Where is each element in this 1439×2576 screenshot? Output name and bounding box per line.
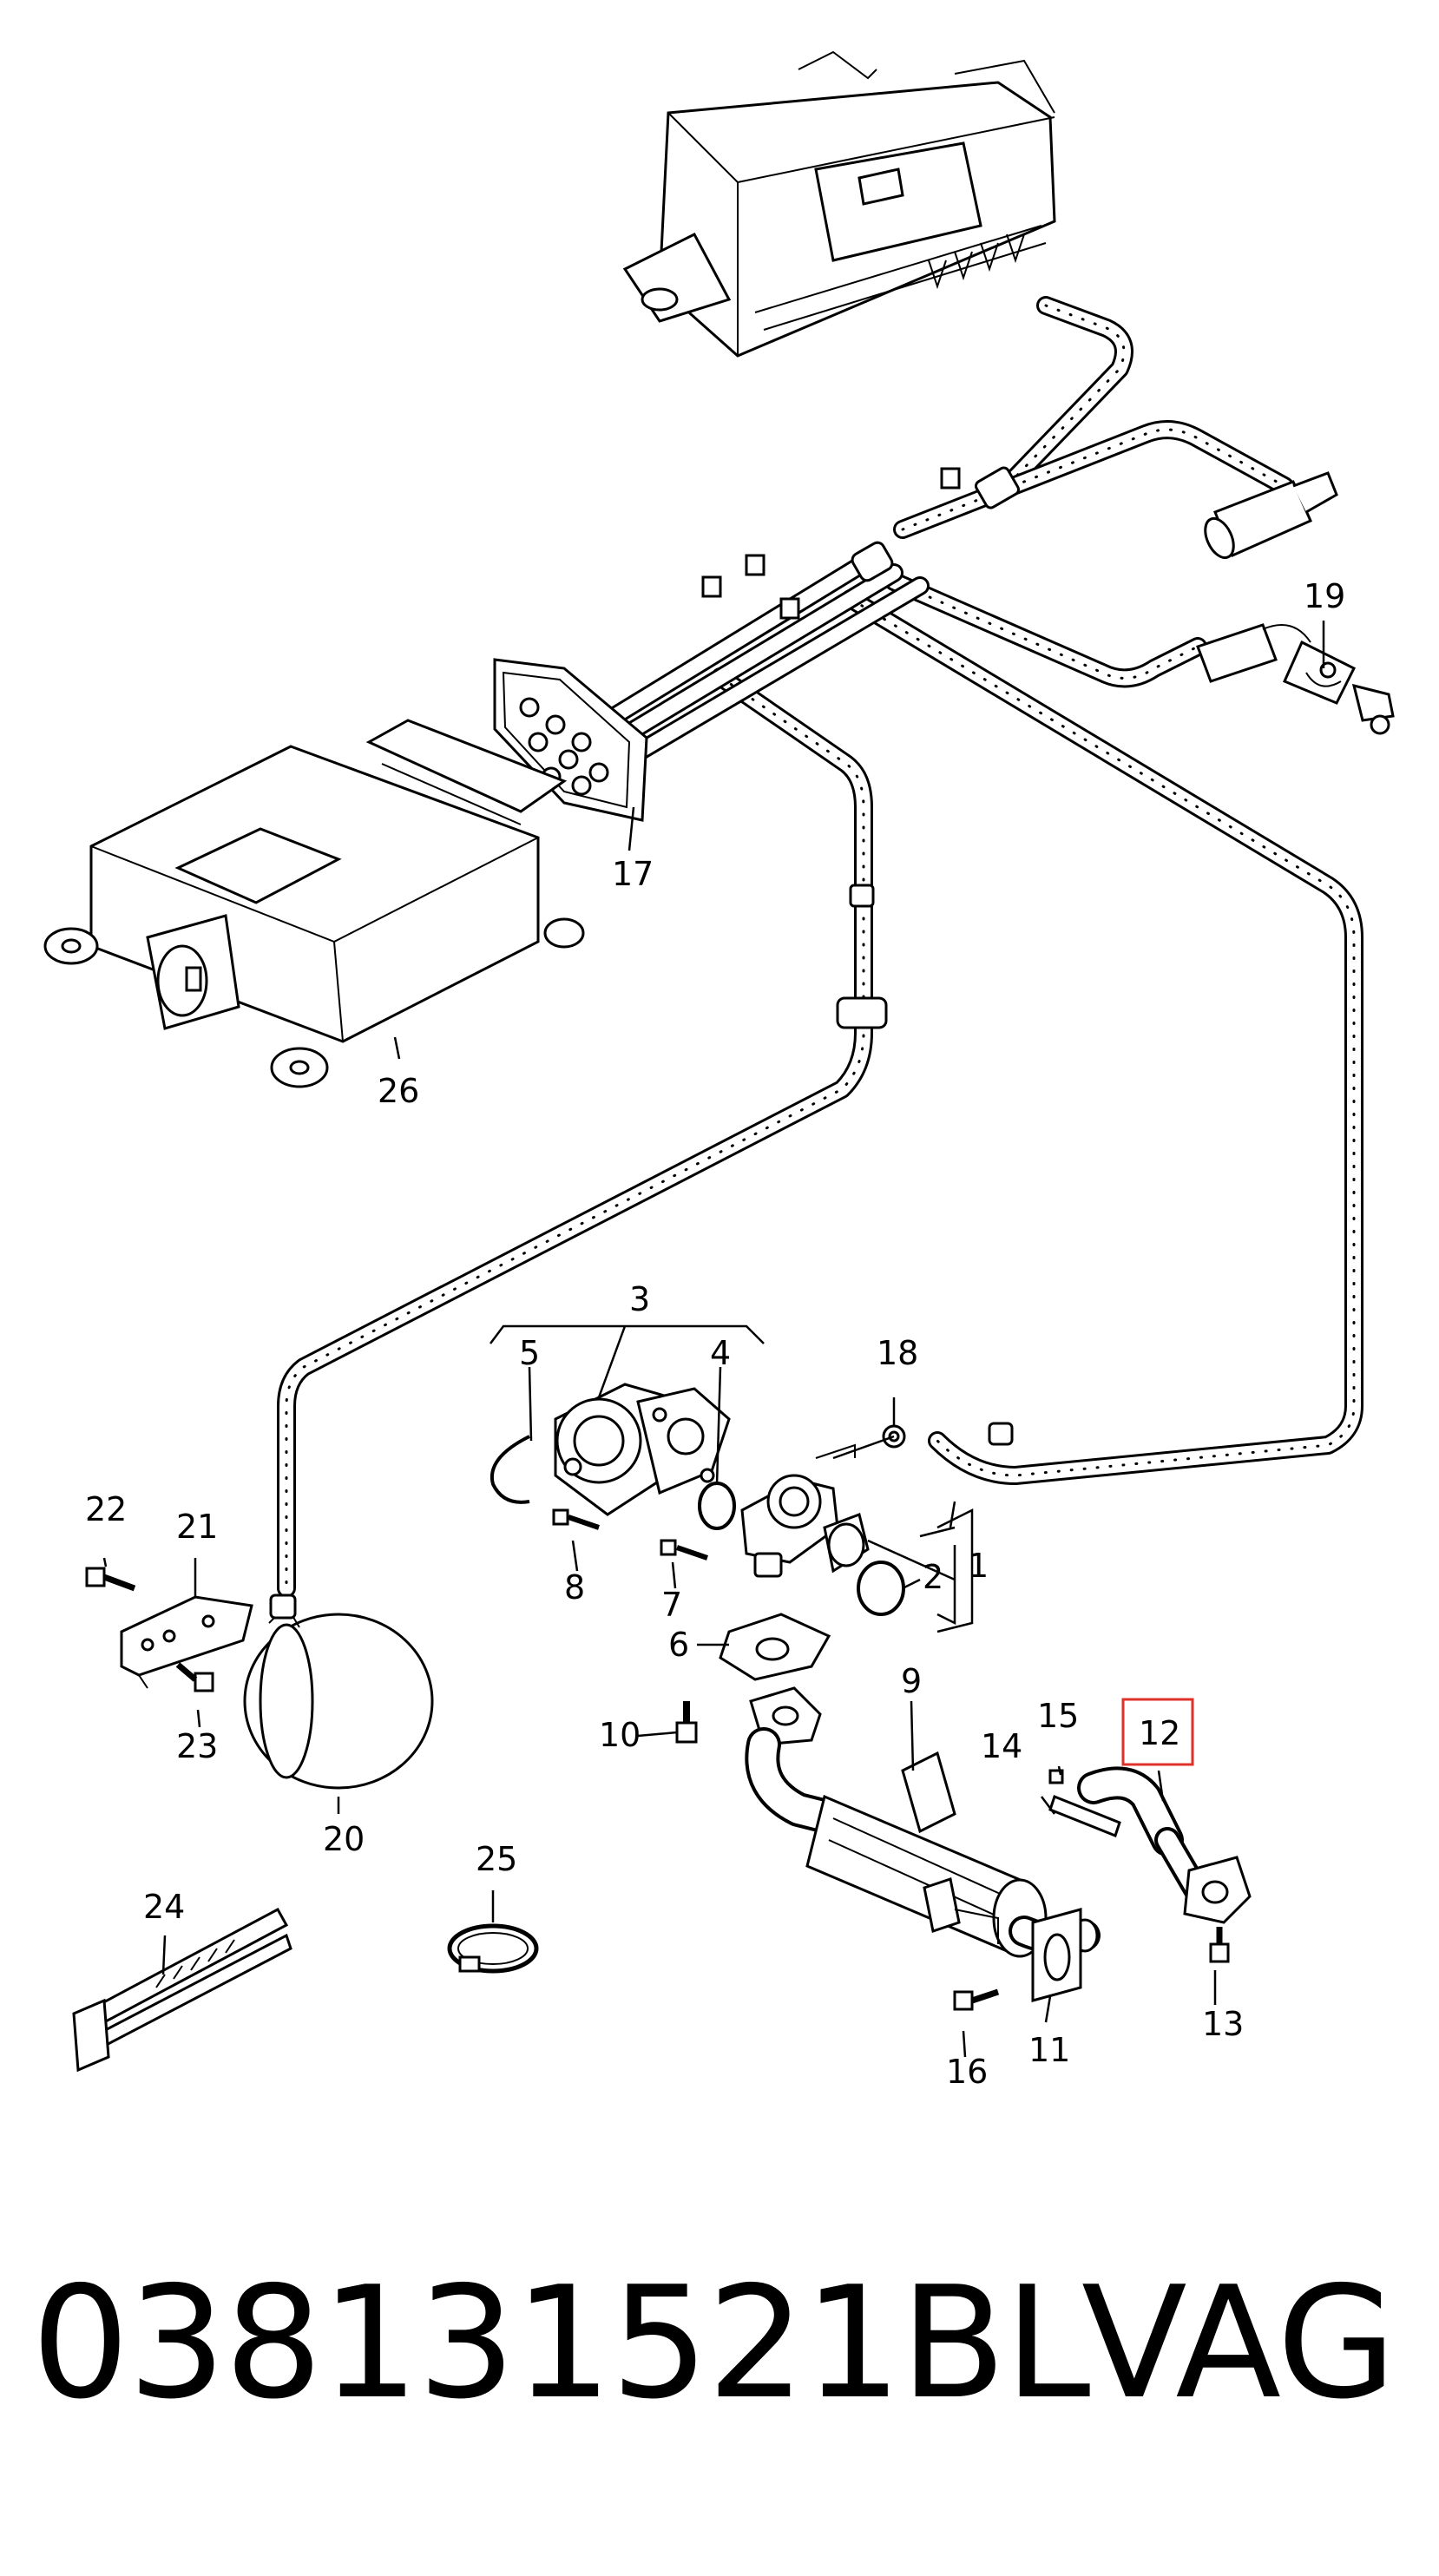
part-4-o-ring bbox=[698, 1482, 736, 1530]
callout-10: 10 bbox=[599, 1716, 641, 1754]
callout-7: 7 bbox=[661, 1586, 682, 1624]
part-13-bolt bbox=[1209, 1927, 1230, 1963]
part-3-throttle-body bbox=[554, 1383, 731, 1516]
callout-labels: 1 2 3 4 5 6 7 8 9 10 11 12 13 14 15 16 1… bbox=[85, 577, 1345, 2091]
callout-4: 4 bbox=[710, 1334, 731, 1372]
vacuum-hoses bbox=[277, 296, 1363, 1598]
callout-19: 19 bbox=[1304, 577, 1345, 615]
callout-16: 16 bbox=[946, 2053, 988, 2091]
part-25-hose-clamp bbox=[447, 1923, 539, 1974]
part-8-bolt bbox=[552, 1508, 600, 1530]
air-filter-housing bbox=[622, 50, 1056, 358]
part-17-connector-block bbox=[493, 658, 648, 822]
callout-25: 25 bbox=[476, 1840, 517, 1878]
part-23-bolt bbox=[175, 1662, 214, 1692]
callout-22: 22 bbox=[85, 1490, 127, 1528]
part-number: 038131521BL bbox=[31, 2253, 1091, 2433]
part-16-bolt bbox=[953, 1988, 1000, 2011]
part-valve-upper-right bbox=[1204, 471, 1338, 560]
callout-15: 15 bbox=[1037, 1697, 1079, 1735]
callout-26: 26 bbox=[378, 1072, 419, 1110]
callout-12-highlight-box bbox=[1121, 1698, 1194, 1766]
part-12-egr-pipe bbox=[1077, 1766, 1252, 1924]
callout-12: 12 bbox=[1139, 1714, 1180, 1752]
callout-3: 3 bbox=[629, 1280, 650, 1318]
footer: 038131521BL VAG bbox=[31, 2257, 1411, 2430]
part-5-circlip bbox=[490, 1435, 530, 1504]
callout-17: 17 bbox=[612, 855, 654, 893]
callout-23: 23 bbox=[176, 1727, 218, 1765]
callout-18: 18 bbox=[877, 1334, 918, 1372]
callout-24: 24 bbox=[143, 1888, 185, 1926]
callout-2: 2 bbox=[923, 1558, 943, 1596]
part-11-gasket bbox=[1031, 1908, 1082, 2002]
part-2-o-ring bbox=[857, 1561, 905, 1616]
leader-lines bbox=[102, 621, 1325, 2058]
part-9-egr-cooler bbox=[745, 1686, 1101, 1958]
part-26-control-unit bbox=[43, 719, 585, 1088]
callout-20: 20 bbox=[323, 1820, 365, 1858]
part-7-bolt bbox=[660, 1539, 708, 1561]
callout-13: 13 bbox=[1202, 2005, 1244, 2043]
part-10-bolt bbox=[675, 1701, 698, 1744]
part-20-vacuum-reservoir bbox=[243, 1594, 434, 1790]
callout-1: 1 bbox=[968, 1547, 989, 1585]
callout-6: 6 bbox=[668, 1626, 689, 1664]
part-6-gasket bbox=[719, 1613, 831, 1681]
brand-name: VAG bbox=[1081, 2253, 1396, 2433]
callout-9: 9 bbox=[901, 1662, 922, 1700]
part-19-valve bbox=[1196, 623, 1395, 735]
callout-8: 8 bbox=[564, 1568, 585, 1607]
callout-14: 14 bbox=[981, 1727, 1022, 1765]
callout-11: 11 bbox=[1028, 2031, 1070, 2069]
callout-21: 21 bbox=[176, 1508, 218, 1546]
part-24-cable-tie bbox=[72, 1907, 292, 2073]
callout-5: 5 bbox=[519, 1334, 540, 1372]
parts-diagram: 1 2 3 4 5 6 7 8 9 10 11 12 13 14 15 16 1… bbox=[43, 50, 1395, 2091]
hose-long-right bbox=[841, 589, 1363, 1485]
hose-connectors bbox=[701, 466, 1020, 1446]
part-1-egr-valve bbox=[740, 1443, 870, 1578]
part-22-bolt bbox=[85, 1567, 136, 1592]
